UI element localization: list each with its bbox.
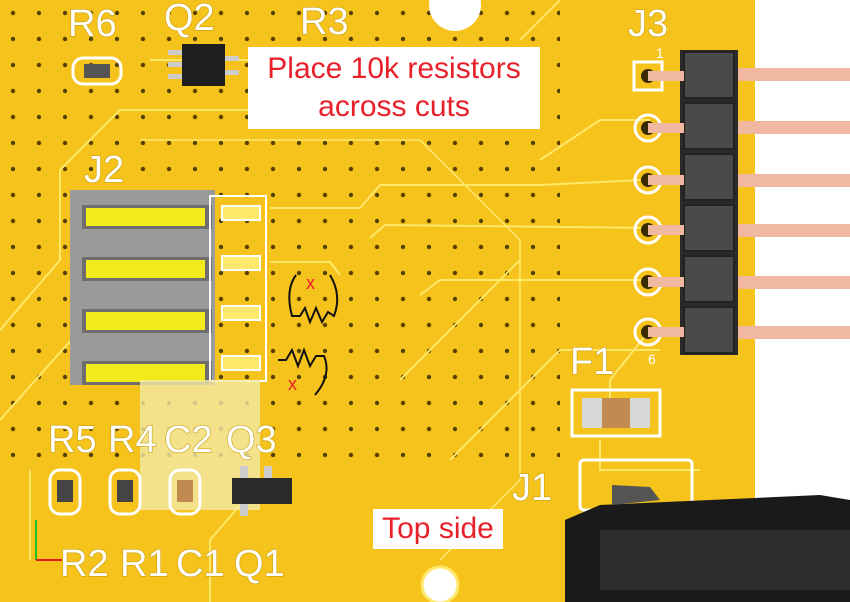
resistor-sketch-1: [288, 274, 339, 325]
label-r4: R4: [108, 419, 157, 461]
label-j2: J2: [84, 149, 124, 191]
top-side-label: Top side: [373, 509, 503, 549]
resistor-instruction-note: Place 10k resistors across cuts: [248, 47, 540, 129]
j2-pads: [221, 205, 261, 371]
f1-body: [602, 398, 630, 428]
note-line-2: across cuts: [318, 89, 470, 123]
j3-pin-tails: [648, 71, 684, 337]
j2-contacts: [82, 205, 212, 385]
keepout-outline: [140, 139, 521, 561]
q2-package: [182, 44, 225, 86]
r6-body: [84, 64, 110, 78]
label-pin1: 1: [656, 45, 664, 61]
bottom-left-parts: [48, 466, 292, 516]
j3-housing: [680, 50, 738, 355]
label-r6: R6: [68, 3, 117, 45]
label-q1: Q1: [234, 543, 285, 585]
label-f1: F1: [570, 341, 614, 383]
label-r1: R1: [120, 543, 169, 585]
label-q3: Q3: [226, 419, 277, 461]
f1-footprint: [570, 388, 662, 438]
label-pin6: 6: [648, 351, 656, 367]
label-r3: R3: [300, 1, 349, 43]
axis-marker: [35, 520, 62, 561]
label-q2: Q2: [164, 0, 215, 39]
j3-pins: [735, 68, 850, 339]
label-r5: R5: [48, 419, 97, 461]
label-j3: J3: [628, 3, 668, 45]
mounting-hole-top: [429, 0, 481, 31]
mounting-hole-bottom: [420, 565, 460, 602]
note-line-1: Place 10k resistors: [267, 52, 521, 85]
label-j1: J1: [512, 467, 552, 509]
cut-mark-1: x: [306, 273, 315, 293]
cut-mark-2: x: [288, 374, 297, 394]
resistor-sketch-2: [278, 347, 328, 396]
r6-footprint: [71, 56, 123, 86]
label-r2: R2: [60, 543, 109, 585]
traces: [0, 0, 700, 602]
label-c2: C2: [164, 419, 213, 461]
j3-segments: [683, 51, 735, 354]
label-c1: C1: [176, 543, 225, 585]
